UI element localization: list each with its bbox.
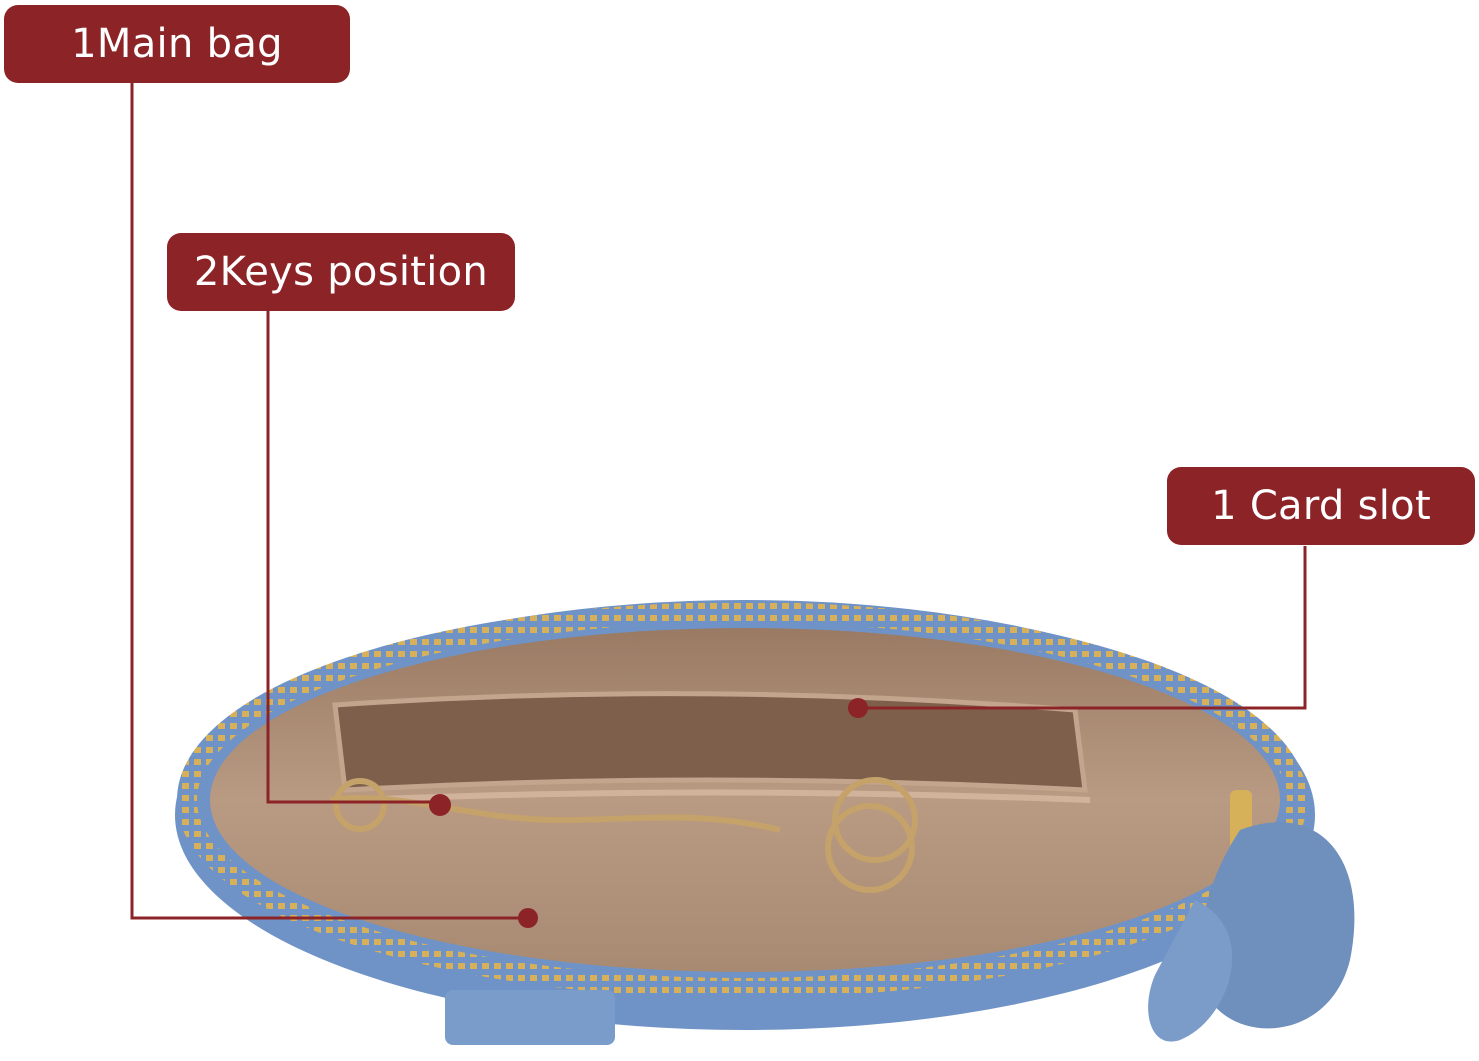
keys-position-label: 2Keys position [167,233,515,311]
key-chain [329,777,918,893]
leader-lines [130,82,1307,920]
card-slot-marker-dot [848,698,868,718]
card-slot-label: 1 Card slot [1167,467,1475,545]
zipper-track [177,602,1307,998]
bottom-tab [445,990,615,1045]
keys-position-marker-dot [429,794,451,816]
main-bag-marker-dot [518,908,538,928]
card-slot-pocket [332,691,1088,793]
main-bag-label: 1Main bag [4,5,350,83]
zipper-pull [1148,790,1355,1042]
